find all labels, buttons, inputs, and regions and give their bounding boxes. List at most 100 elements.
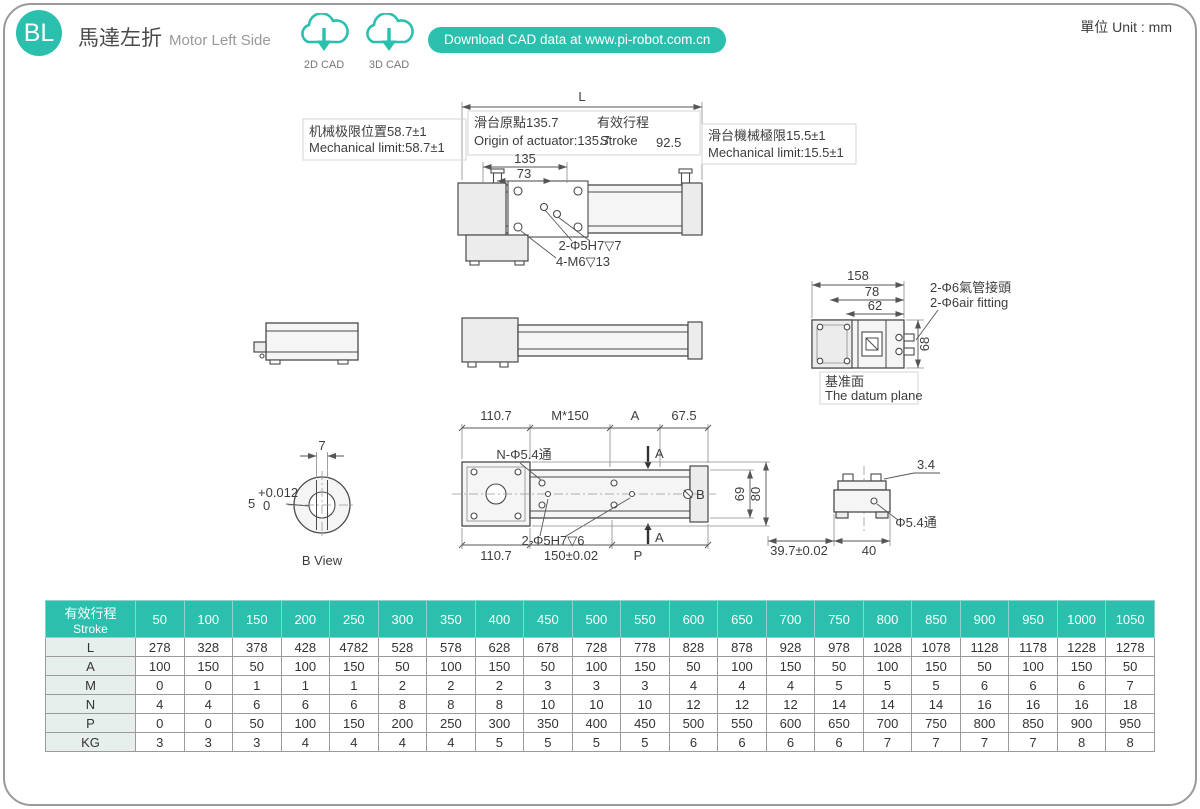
table-header-stroke-value: 100 (183, 600, 234, 638)
cloud-download-icon (366, 12, 414, 51)
table-cell: 100 (717, 656, 767, 676)
table-header-stroke-value: 950 (1008, 600, 1058, 638)
page-border (3, 3, 1197, 806)
table-cell: 50 (232, 713, 282, 733)
table-cell: 10 (620, 694, 670, 714)
series-badge: BL (16, 10, 62, 56)
table-cell: 750 (911, 713, 961, 733)
table-cell: 978 (814, 637, 864, 657)
table-cell: 50 (232, 656, 282, 676)
table-header-stroke-value: 900 (959, 600, 1010, 638)
cad-3d-label: 3D CAD (368, 59, 410, 71)
table-cell: 100 (280, 656, 331, 676)
table-cell: 150 (620, 656, 670, 676)
table-cell: 628 (474, 637, 525, 657)
table-cell: 7 (959, 732, 1010, 752)
table-cell: 50 (1105, 656, 1155, 676)
cad-3d-download[interactable]: 3D CAD (360, 12, 418, 71)
table-header-stroke-value: 1000 (1056, 600, 1107, 638)
table-cell: 50 (377, 656, 428, 676)
table-cell: 6 (280, 694, 331, 714)
table-cell: 12 (765, 694, 816, 714)
table-cell: 900 (1056, 713, 1107, 733)
table-cell: 6 (329, 694, 379, 714)
cad-2d-download[interactable]: 2D CAD (295, 12, 353, 71)
table-cell: 150 (765, 656, 816, 676)
table-cell: 1078 (911, 637, 961, 657)
table-cell: 100 (862, 656, 913, 676)
table-cell: 50 (668, 656, 719, 676)
table-cell: 1178 (1008, 637, 1058, 657)
table-cell: 4 (280, 732, 331, 752)
table-cell: 0 (135, 713, 185, 733)
table-cell: 8 (474, 694, 525, 714)
table-cell: 4 (717, 675, 767, 695)
table-cell: 8 (426, 694, 476, 714)
table-cell: 10 (571, 694, 622, 714)
table-cell: 778 (620, 637, 670, 657)
table-cell: 16 (1008, 694, 1058, 714)
table-cell: 100 (426, 656, 476, 676)
table-cell: 14 (814, 694, 864, 714)
table-cell: 928 (765, 637, 816, 657)
table-header-stroke-value: 200 (280, 600, 331, 638)
row-label: L (45, 637, 136, 657)
table-cell: 4782 (329, 637, 379, 657)
table-cell: 3 (135, 732, 185, 752)
table-cell: 50 (959, 656, 1010, 676)
table-cell: 5 (814, 675, 864, 695)
table-cell: 6 (668, 732, 719, 752)
table-cell: 3 (620, 675, 670, 695)
table-header-stroke-value: 750 (814, 600, 864, 638)
table-cell: 1 (280, 675, 331, 695)
page-title: 馬達左折 Motor Left Side (78, 22, 271, 52)
table-cell: 2 (377, 675, 428, 695)
table-cell: 14 (862, 694, 913, 714)
row-label: N (45, 694, 136, 714)
table-cell: 250 (426, 713, 476, 733)
cad-2d-label: 2D CAD (303, 59, 345, 71)
table-cell: 2 (426, 675, 476, 695)
table-cell: 4 (426, 732, 476, 752)
table-cell: 1 (232, 675, 282, 695)
table-cell: 12 (668, 694, 719, 714)
table-cell: 5 (620, 732, 670, 752)
table-cell: 950 (1105, 713, 1155, 733)
table-header-stroke-value: 250 (329, 600, 379, 638)
table-cell: 5 (862, 675, 913, 695)
table-cell: 3 (571, 675, 622, 695)
table-cell: 800 (959, 713, 1010, 733)
table-header-stroke-value: 50 (135, 600, 185, 638)
table-cell: 150 (911, 656, 961, 676)
table-cell: 528 (377, 637, 428, 657)
table-cell: 10 (523, 694, 573, 714)
table-cell: 16 (959, 694, 1010, 714)
table-header-stroke-value: 300 (377, 600, 428, 638)
table-cell: 828 (668, 637, 719, 657)
cloud-download-icon (301, 12, 349, 51)
table-cell: 8 (1105, 732, 1155, 752)
table-cell: 50 (814, 656, 864, 676)
download-cad-link[interactable]: Download CAD data at www.pi-robot.com.cn (428, 27, 727, 53)
table-cell: 1278 (1105, 637, 1155, 657)
table-cell: 850 (1008, 713, 1058, 733)
table-cell: 650 (814, 713, 864, 733)
row-label: KG (45, 732, 136, 752)
table-cell: 678 (523, 637, 573, 657)
table-cell: 100 (1008, 656, 1058, 676)
table-cell: 378 (232, 637, 282, 657)
table-cell: 550 (717, 713, 767, 733)
table-cell: 50 (523, 656, 573, 676)
table-cell: 1 (329, 675, 379, 695)
table-cell: 4 (668, 675, 719, 695)
table-cell: 3 (232, 732, 282, 752)
table-cell: 5 (474, 732, 525, 752)
table-cell: 5 (571, 732, 622, 752)
table-cell: 428 (280, 637, 331, 657)
table-cell: 6 (1008, 675, 1058, 695)
table-cell: 2 (474, 675, 525, 695)
